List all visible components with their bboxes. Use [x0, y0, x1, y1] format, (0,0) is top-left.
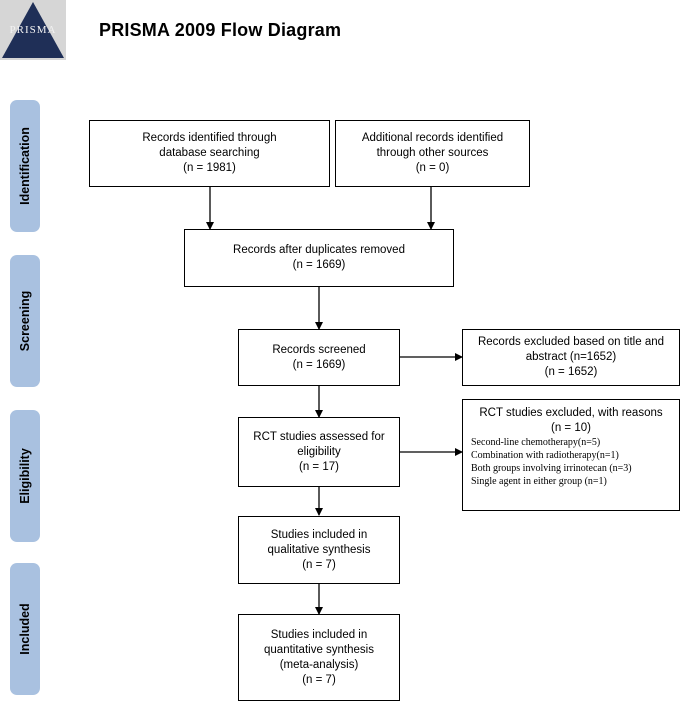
prisma-logo: PRISMA: [0, 0, 66, 60]
box-line: Records screened: [272, 343, 366, 356]
phase-identification: Identification: [10, 100, 40, 232]
box-line: Records identified through: [142, 132, 277, 144]
box-line: (n = 7): [302, 673, 336, 686]
box-line: through other sources: [376, 147, 489, 159]
box-line: Additional records identified: [361, 132, 504, 144]
box-line: (n = 17): [299, 460, 339, 473]
box-excluded-title-abstract: Records excluded based on title and abst…: [462, 329, 680, 386]
exclusion-reason: Both groups involving irrinotecan (n=3): [471, 463, 632, 474]
box-line: RCT studies assessed for: [253, 430, 385, 443]
box-records-screened: Records screened (n = 1669): [238, 329, 400, 386]
box-assessed-eligibility: RCT studies assessed for eligibility (n …: [238, 417, 400, 487]
phase-included: Included: [10, 563, 40, 695]
box-line: (n = 1669): [292, 358, 346, 371]
box-line: (n = 1981): [183, 162, 236, 174]
box-other-sources: Additional records identified through ot…: [335, 120, 530, 187]
exclusion-reason: Single agent in either group (n=1): [471, 476, 607, 487]
logo-triangle-icon: [0, 0, 66, 60]
box-line: (n = 7): [302, 558, 336, 571]
page-title: PRISMA 2009 Flow Diagram: [99, 20, 342, 40]
box-line: Studies included in: [270, 628, 368, 641]
box-line: Records after duplicates removed: [233, 244, 405, 256]
box-line: (n = 0): [415, 162, 450, 174]
box-line: (meta-analysis): [279, 658, 359, 671]
box-line: Records excluded based on title and: [477, 336, 665, 348]
box-database-searching: Records identified through database sear…: [89, 120, 330, 187]
box-line: (n = 10): [551, 422, 591, 434]
phase-eligibility: Eligibility: [10, 410, 40, 542]
box-quantitative-synthesis: Studies included in quantitative synthes…: [238, 614, 400, 701]
box-line: database searching: [159, 147, 260, 159]
box-line: RCT studies excluded, with reasons: [479, 407, 663, 419]
box-line: quantitative synthesis: [264, 643, 374, 656]
box-line: Studies included in: [270, 528, 368, 541]
box-qualitative-synthesis: Studies included in qualitative synthesi…: [238, 516, 400, 584]
box-after-duplicates: Records after duplicates removed (n = 16…: [184, 229, 454, 287]
logo-text: PRISMA: [9, 24, 57, 36]
box-excluded-with-reasons: RCT studies excluded, with reasons (n = …: [462, 399, 680, 511]
box-line: (n = 1652): [544, 366, 598, 378]
phase-screening: Screening: [10, 255, 40, 387]
exclusion-reason: Combination with radiotherapy(n=1): [471, 450, 619, 461]
box-line: eligibility: [297, 445, 341, 458]
box-line: abstract (n=1652): [525, 351, 617, 363]
exclusion-reason: Second-line chemotherapy(n=5): [471, 437, 601, 448]
box-line: qualitative synthesis: [267, 543, 371, 556]
box-line: (n = 1669): [292, 259, 346, 271]
exclusion-reasons-list: Second-line chemotherapy(n=5) Combinatio…: [471, 436, 632, 488]
